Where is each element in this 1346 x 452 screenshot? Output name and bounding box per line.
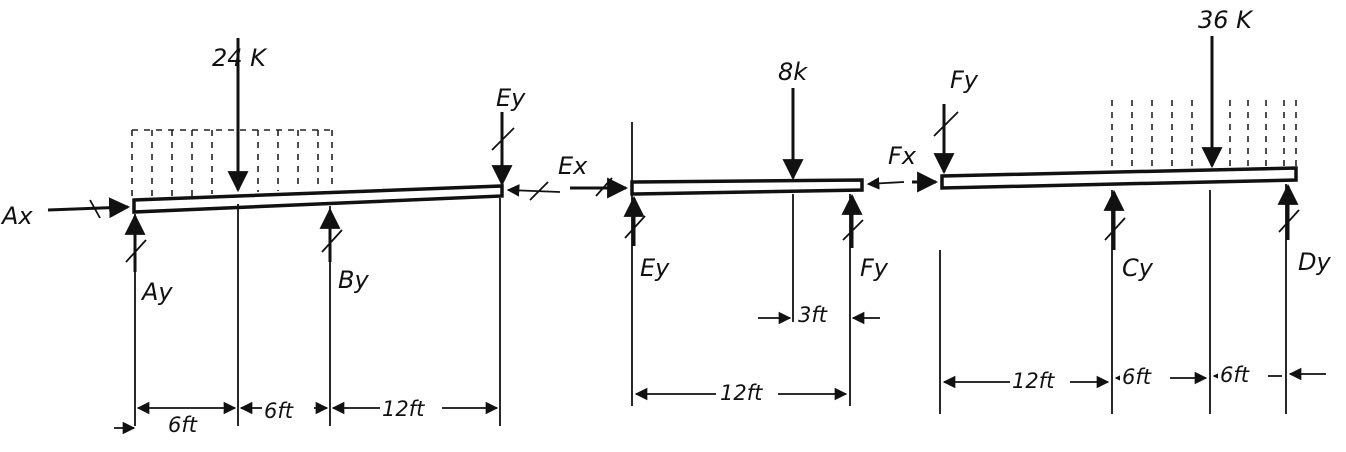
beam-1 xyxy=(132,184,504,214)
beam-1-end-slash xyxy=(529,181,549,201)
ax-arrow xyxy=(47,197,131,219)
cy-label: Cy xyxy=(1122,254,1154,282)
beam-3-dim-1: 12ft xyxy=(1012,369,1055,393)
beam-1-dim-3: 12ft xyxy=(382,397,425,421)
beam-2-load-label: 8k xyxy=(778,58,808,86)
beam-3-load-hatch xyxy=(1111,100,1297,170)
beam-3-dim-3: 6ft xyxy=(1220,363,1250,387)
ex-slash xyxy=(595,177,613,197)
ay-label: Ay xyxy=(140,278,173,306)
beam-1-dim-1: 6ft xyxy=(168,413,198,437)
beam-1-group: 24 K Ax Ay By Ey 6ft 6ft 12ft xyxy=(0,38,561,438)
beam-2-group: 8k Ex Ey Fy 3ft 12ft xyxy=(558,58,905,406)
fy-beam3-label: Fy xyxy=(950,66,979,94)
beam-2-span-dim: 12ft xyxy=(720,381,763,405)
beam-3 xyxy=(940,166,1298,190)
ay-slash xyxy=(125,239,147,263)
by-label: By xyxy=(338,266,369,294)
fx-interaction-arrow xyxy=(866,177,905,190)
fy-beam3-slash xyxy=(933,111,959,137)
fy-beam2-slash xyxy=(842,219,864,241)
by-slash xyxy=(321,229,343,253)
beam-2 xyxy=(630,178,864,196)
cy-slash xyxy=(1104,217,1126,241)
ax-slash xyxy=(89,199,101,219)
ex-label: Ex xyxy=(558,152,588,180)
ax-label: Ax xyxy=(0,202,33,230)
beam-3-dim-2: 6ft xyxy=(1122,365,1152,389)
beam-3-group: 36 K Fy Fx Cy Dy 12ft 6ft 6ft xyxy=(888,6,1331,414)
beam-3-load-label: 36 K xyxy=(1198,6,1254,34)
beam-2-offset-dim: 3ft xyxy=(798,303,828,327)
fy-beam2-label: Fy xyxy=(860,254,889,282)
ey-beam2-slash xyxy=(624,215,646,239)
ey-beam2-label: Ey xyxy=(640,254,670,282)
ey-beam1-label: Ey xyxy=(496,84,526,112)
dy-label: Dy xyxy=(1298,248,1331,276)
beam-1-dim-2: 6ft xyxy=(264,399,294,423)
ey-beam1-slash xyxy=(491,127,515,151)
beam-1-load-hatch xyxy=(131,129,333,200)
dy-slash xyxy=(1278,209,1300,233)
fx-label: Fx xyxy=(888,142,917,170)
beam-1-end-horizontal-arrow xyxy=(506,184,561,197)
beam-1-load-label: 24 K xyxy=(212,44,268,72)
